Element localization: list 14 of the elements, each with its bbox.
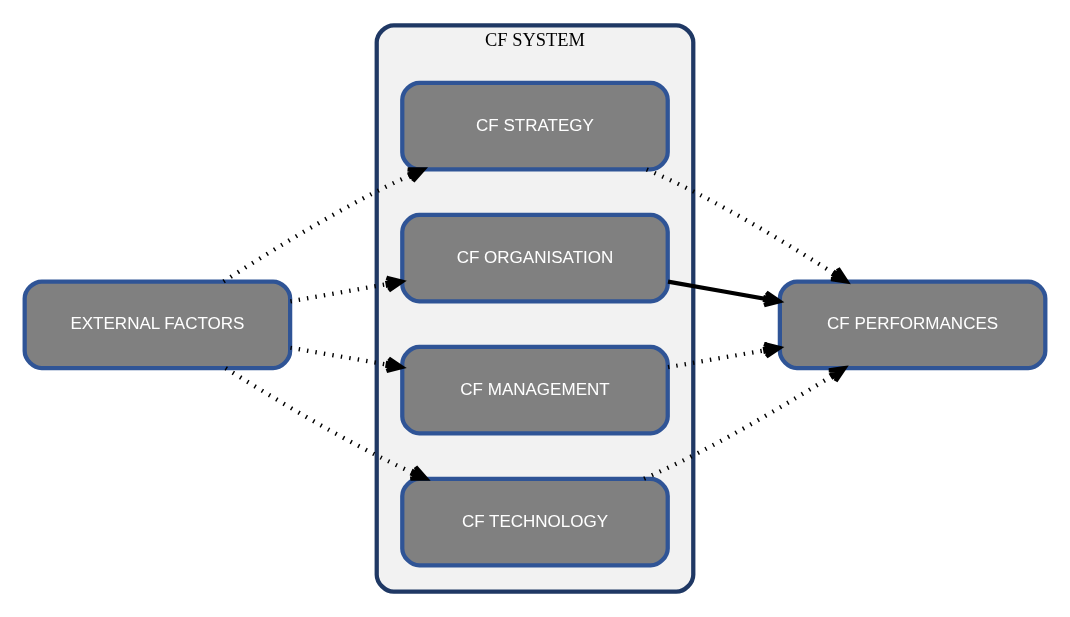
arrow bbox=[290, 275, 404, 304]
arrow bbox=[645, 167, 849, 284]
arrow bbox=[643, 366, 847, 481]
arrow bbox=[667, 341, 782, 370]
arrow bbox=[222, 167, 426, 284]
arrow bbox=[667, 279, 782, 308]
arrow bbox=[224, 366, 429, 481]
node-box: CF TECHNOLOGY bbox=[400, 476, 670, 568]
node-box: EXTERNAL FACTORS bbox=[22, 279, 293, 371]
arrow bbox=[290, 345, 404, 374]
node-box: CF STRATEGY bbox=[400, 80, 670, 172]
node-box: CF MANAGEMENT bbox=[400, 344, 670, 436]
node-box: CF PERFORMANCES bbox=[777, 279, 1048, 371]
node-box: CF ORGANISATION bbox=[400, 212, 670, 304]
